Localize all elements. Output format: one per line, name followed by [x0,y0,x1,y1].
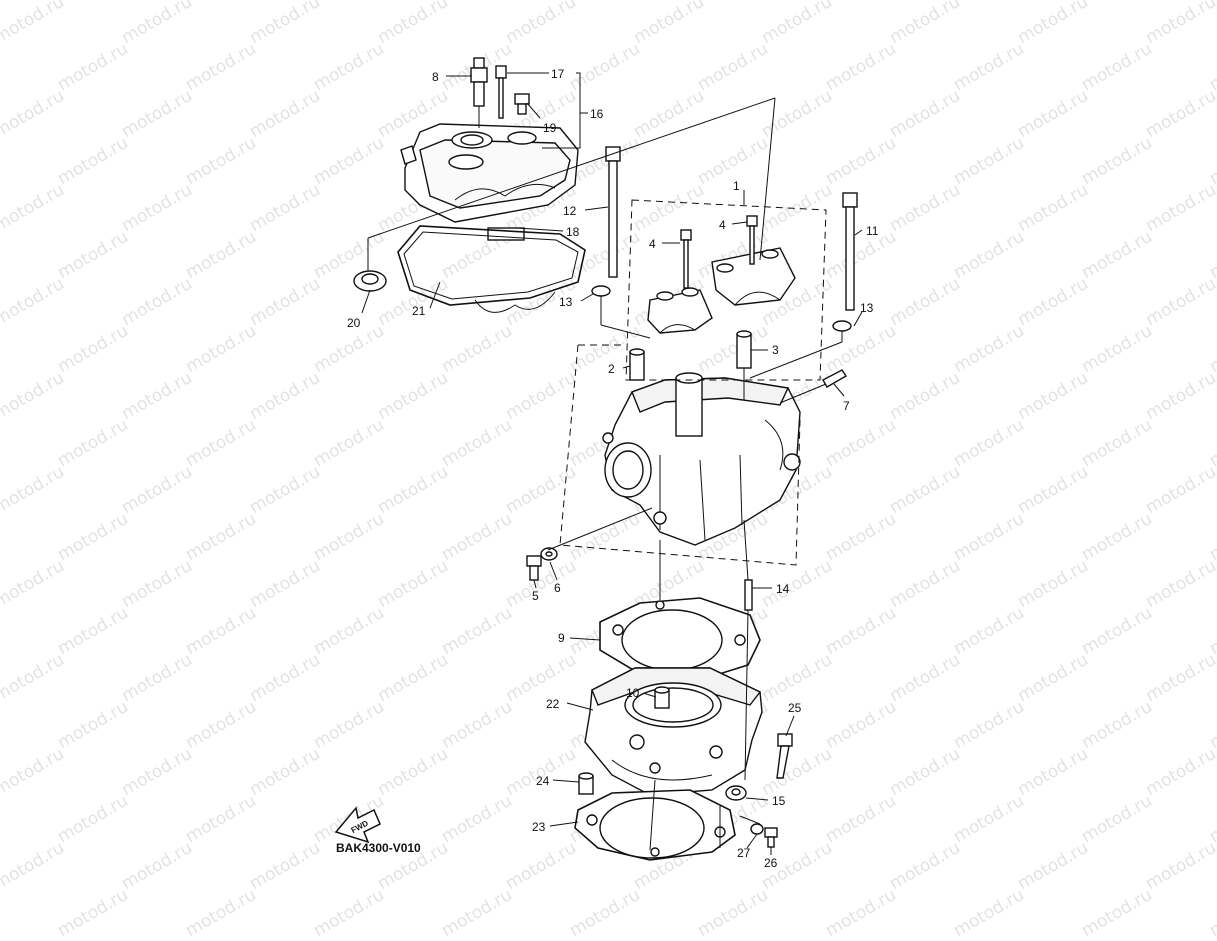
callout-9: 9 [558,631,565,645]
callout-14: 14 [776,582,790,596]
callout-12: 12 [563,204,577,218]
callout-24: 24 [536,774,550,788]
cover-gasket [397,225,586,313]
cam-cap-right [711,247,796,306]
callout-16: 16 [590,107,604,121]
callout-11: 11 [866,224,879,238]
washer-6 [540,547,558,561]
callout-23: 23 [532,820,546,834]
cap-bolt-right [746,215,758,265]
stud-bolt-left [605,146,621,278]
callout-26: 26 [764,856,778,870]
callout-8: 8 [432,70,439,84]
fwd-arrow-icon: FWD [334,806,381,844]
cam-cap-left [647,287,713,334]
diagram-code: BAK4300-V010 [336,841,421,855]
callout-3: 3 [772,343,779,357]
cover-plug [514,93,530,115]
callout-5: 5 [532,589,539,603]
callout-15: 15 [772,794,786,808]
callout-13a: 13 [559,295,573,309]
callout-17: 17 [551,67,565,81]
cylinder-head-outline [559,344,801,566]
washer-left [591,285,611,297]
callout-21: 21 [412,304,426,318]
cam-cap-outline [625,199,827,381]
callout-7: 7 [843,399,850,413]
exploded-parts-diagram: FWD 1 2 3 4 4 5 6 7 8 9 10 11 12 13 13 1… [334,57,879,870]
washer-right [832,320,852,332]
washer-27 [750,823,764,835]
stud-14 [744,579,753,611]
cylinder-head [602,372,801,546]
seal-ring [353,270,387,292]
dowel-2 [629,348,645,381]
stud-bolt-right [842,192,858,311]
bolt-25 [776,733,793,779]
spark-plug [470,57,488,128]
dowel-10 [654,686,670,709]
callout-20: 20 [347,316,361,330]
callout-6: 6 [554,581,561,595]
cylinder [584,667,763,796]
cylinder-base-gasket [574,789,736,861]
callout-4a: 4 [649,237,656,251]
dowel-3 [736,330,752,369]
callout-13b: 13 [860,301,874,315]
callout-2: 2 [608,362,615,376]
cap-bolt-left [680,229,692,289]
bolt-26 [764,827,778,848]
callout-18: 18 [566,225,580,239]
callout-27: 27 [737,846,751,860]
callouts: 1 2 3 4 4 5 6 7 8 9 10 11 12 13 13 14 15… [336,67,879,870]
nut-15 [725,785,747,801]
cylinder-head-cover [400,123,579,241]
dowel-24 [578,772,594,795]
cylinder-head-gasket [599,597,761,681]
leader-lines [361,72,863,855]
callout-10: 10 [626,686,640,700]
callout-1: 1 [733,179,740,193]
head-bolt-5 [526,555,542,581]
callout-19: 19 [543,121,557,135]
callout-22: 22 [546,697,560,711]
callout-4b: 4 [719,218,726,232]
cover-bolt [495,65,507,119]
callout-25: 25 [788,701,802,715]
